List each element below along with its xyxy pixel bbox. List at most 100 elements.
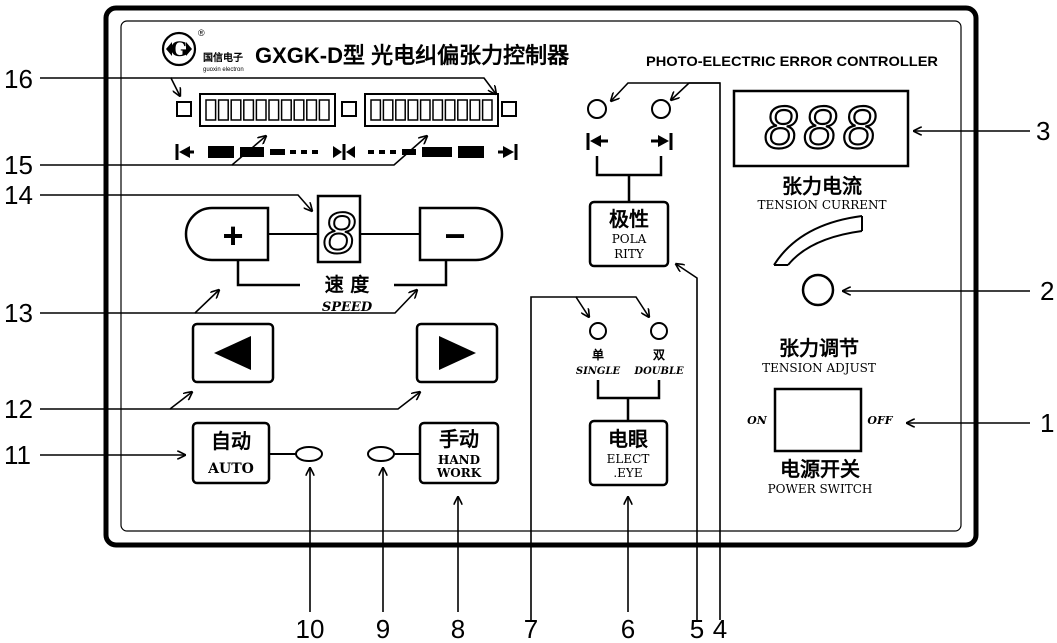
left-led-segment	[255, 99, 267, 121]
callout-13: 13	[4, 298, 33, 328]
hand-indicator-led	[367, 446, 395, 462]
double-label-cn: 双	[653, 348, 665, 362]
brand-logo: G	[161, 31, 197, 67]
callout-2: 2	[1040, 276, 1054, 306]
callout-4: 4	[713, 614, 727, 643]
right-triangle-icon	[439, 336, 476, 370]
callout-8: 8	[451, 614, 465, 643]
callout-15: 15	[4, 150, 33, 180]
model-title-en: PHOTO-ELECTRIC ERROR CONTROLLER	[646, 53, 938, 69]
callout-1: 1	[1040, 408, 1054, 438]
callout-3: 3	[1036, 116, 1050, 146]
left-led-bar	[199, 93, 336, 127]
left-triangle-icon	[214, 336, 251, 370]
power-switch[interactable]	[773, 387, 863, 453]
callout-10: 10	[296, 614, 325, 643]
power-switch-label-en: POWER SWITCH	[768, 482, 873, 496]
callout-6: 6	[621, 614, 635, 643]
tension-current-digits: 888	[764, 94, 882, 161]
power-switch-label-cn: 电源开关	[780, 457, 860, 481]
left-limit-led	[176, 101, 192, 117]
model-title: GXGK-D型 光电纠偏张力控制器	[255, 43, 570, 68]
left-led-segment	[293, 99, 305, 121]
right-edge-arrow-icon	[651, 133, 673, 150]
elect-eye-label-en-1: ELECT	[607, 452, 650, 466]
double-label-en: DOUBLE	[633, 366, 684, 377]
move-left-button[interactable]	[191, 322, 275, 384]
left-limit-arrow-icon	[175, 144, 194, 160]
right-led-segment	[419, 99, 431, 121]
hand-label-cn: 手动	[439, 427, 479, 451]
left-led-segment	[243, 99, 255, 121]
left-eye-led	[587, 99, 607, 119]
auto-label-cn: 自动	[211, 429, 251, 453]
tension-adjust-label-cn: 张力调节	[779, 336, 859, 360]
tension-current-label-cn: 张力电流	[782, 174, 862, 198]
callout-leaders	[40, 77, 1030, 620]
power-on-label: ON	[747, 414, 768, 427]
right-led-segment	[457, 99, 468, 121]
right-led-segment	[382, 99, 394, 121]
right-led-segment	[432, 99, 444, 121]
left-led-segment	[280, 99, 292, 121]
left-led-segment	[268, 99, 280, 121]
auto-button[interactable]: 自动 AUTO	[191, 421, 271, 485]
right-led-segment	[469, 99, 481, 121]
callout-5: 5	[690, 614, 704, 643]
logo-letter: G	[170, 37, 187, 61]
single-label-en: SINGLE	[576, 366, 621, 377]
hand-label-en-2: WORK	[436, 466, 482, 480]
power-off-label: OFF	[867, 414, 893, 427]
right-limit-led	[501, 101, 517, 117]
right-led-segment	[444, 99, 456, 121]
right-led-segment	[370, 99, 382, 121]
auto-indicator-led	[295, 446, 323, 462]
double-eye-led	[650, 322, 668, 340]
speed-label-cn: 速 度	[325, 273, 371, 296]
deviation-scale	[175, 144, 518, 160]
center-led	[341, 101, 357, 117]
callout-14: 14	[4, 180, 33, 210]
right-led-segment	[395, 99, 406, 121]
left-led-segment	[306, 99, 318, 121]
single-label-cn: 单	[592, 347, 604, 362]
speed-plus-button[interactable]: +	[184, 206, 270, 262]
panel-outer-frame	[103, 5, 979, 548]
tension-current-display	[732, 89, 910, 168]
speed-minus-button[interactable]: −	[418, 206, 504, 262]
elect-eye-button[interactable]: 电眼 ELECT .EYE	[588, 419, 669, 487]
callout-12: 12	[4, 394, 33, 424]
left-led-segment	[205, 99, 217, 121]
speed-label-en: SPEED	[322, 300, 373, 315]
tension-adjust-knob[interactable]	[801, 273, 835, 307]
hand-button[interactable]: 手动 HAND WORK	[418, 421, 500, 485]
polarity-label-en-2: RITY	[614, 247, 645, 261]
single-eye-led	[589, 322, 607, 340]
left-edge-arrow-icon	[586, 133, 608, 150]
elect-eye-label-cn: 电眼	[608, 427, 648, 451]
right-limit-arrow-icon	[498, 144, 518, 160]
left-led-segment	[230, 99, 242, 121]
callout-9: 9	[376, 614, 390, 643]
right-led-segment	[407, 99, 419, 121]
move-right-button[interactable]	[415, 322, 499, 384]
polarity-button[interactable]: 极性 POLA RITY	[588, 200, 670, 268]
center-arrows-icon	[333, 144, 355, 160]
left-led-segment	[318, 99, 330, 121]
speed-display	[316, 194, 362, 264]
hand-label-en-1: HAND	[438, 453, 480, 467]
minus-label: −	[444, 215, 465, 256]
polarity-label-cn: 极性	[609, 207, 649, 231]
speed-digit: 8	[323, 201, 355, 266]
right-led-bar	[364, 93, 499, 127]
panel-inner-frame	[120, 20, 962, 532]
tension-scale-arc-icon	[773, 215, 863, 266]
company-name-cn: 国信电子	[203, 51, 243, 64]
right-eye-led	[651, 99, 671, 119]
tension-adjust-label-en: TENSION ADJUST	[762, 361, 876, 375]
company-name-en: guoxin electron	[203, 67, 244, 73]
elect-eye-label-en-2: .EYE	[613, 466, 642, 480]
tension-current-label-en: TENSION CURRENT	[757, 198, 886, 212]
plus-label: +	[222, 215, 243, 256]
